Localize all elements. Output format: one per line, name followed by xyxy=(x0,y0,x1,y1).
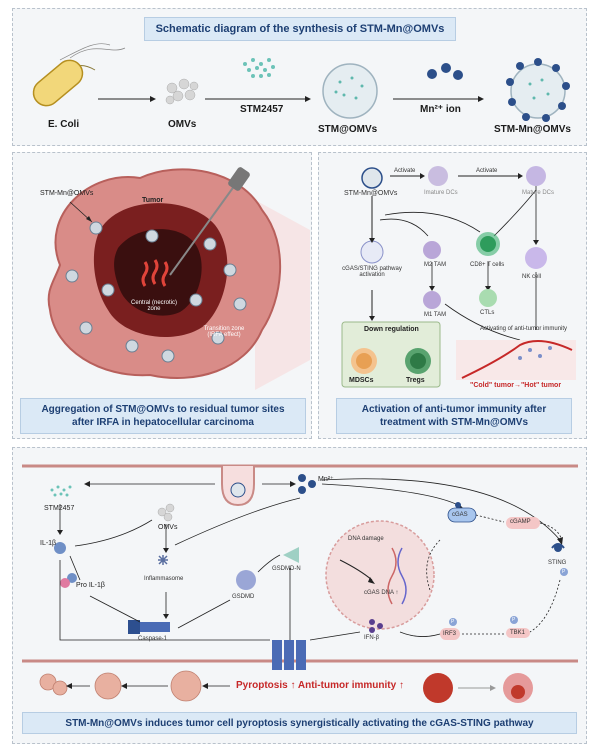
label-stm-omvs: STM@OMVs xyxy=(318,124,378,135)
label-cgas: cGAS xyxy=(452,512,468,518)
label-nk: NK cell xyxy=(522,274,542,280)
pyroptosis-panel-title: STM-Mn@OMVs induces tumor cell pyroptosi… xyxy=(22,712,577,734)
label-activate-1: Activate xyxy=(394,168,416,174)
label-mdscs: MDSCs xyxy=(349,377,374,384)
label-cgamp: cGAMP xyxy=(510,519,531,525)
label-il1b: IL-1β xyxy=(40,540,57,547)
label-immunity-stm-mn-omvs: STM-Mn@OMVs xyxy=(344,190,398,197)
label-tumor-stm-mn-omvs: STM-Mn@OMVs xyxy=(40,190,94,197)
label-cd8: CD8+ T cells xyxy=(470,262,505,268)
mn-ions xyxy=(427,63,463,80)
immunity-panel xyxy=(318,152,587,439)
label-imature-dcs: Imature DCs xyxy=(424,190,458,196)
label-stm2457: STM2457 xyxy=(240,104,284,115)
label-p-2: P xyxy=(512,617,516,623)
label-cold-hot: "Cold" tumor→"Hot" tumor xyxy=(470,382,562,389)
label-ecoli: E. Coli xyxy=(48,119,80,130)
label-transition-zone: Transition zone(IRFA effect) xyxy=(203,326,245,338)
label-tbk1: TBK1 xyxy=(510,630,526,636)
omvs-icon xyxy=(165,78,199,105)
label-gsdmd-n: GSDMD-N xyxy=(272,566,301,572)
label-caspase: Caspase-1 xyxy=(138,636,168,642)
stm2457-dots xyxy=(243,58,275,78)
label-gsdmd: GSDMD xyxy=(232,594,255,600)
label-inflammasome: Inflammasome xyxy=(144,576,184,582)
ecoli-icon xyxy=(32,43,126,107)
label-mn-ion: Mn²⁺ ion xyxy=(420,104,461,115)
label-irf3: IRF3 xyxy=(443,631,457,637)
label-pro-il1b: Pro IL-1β xyxy=(76,582,105,589)
label-omvs: OMVs xyxy=(168,119,197,130)
label-down-regulation: Down regulation xyxy=(364,326,419,333)
synthesis-panel-title: Schematic diagram of the synthesis of ST… xyxy=(144,17,456,41)
label-cgas-dna: cGAS DNA ↑ xyxy=(364,590,399,596)
stm-omvs-sphere xyxy=(322,63,378,119)
label-stm-mn-omvs: STM-Mn@OMVs xyxy=(494,124,571,135)
label-p4-mn: Mn²⁺ xyxy=(318,476,334,483)
label-ctls: CTLs xyxy=(480,310,495,316)
label-ifn: IFN-β xyxy=(364,635,380,641)
label-tregs: Tregs xyxy=(406,377,425,384)
label-mature-dcs: Mature DCs xyxy=(522,190,555,196)
label-activating: Activating of anti-tumor immunity xyxy=(480,326,568,332)
label-sting: STING xyxy=(548,560,567,566)
label-tumor: Tumor xyxy=(142,197,164,204)
label-m2-tam: M2 TAM xyxy=(424,262,447,268)
label-central-zone: Central (necrotic)zone xyxy=(130,300,177,312)
label-m1-tam: M1 TAM xyxy=(424,312,447,318)
label-p-1: P xyxy=(562,569,566,575)
label-p4-omvs: OMVs xyxy=(158,524,178,531)
label-p-3: P xyxy=(451,619,455,625)
label-dna-damage: DNA damage xyxy=(348,536,384,542)
label-pyroptosis: Pyroptosis ↑ Anti-tumor immunity ↑ xyxy=(236,680,404,691)
aggregation-panel-title: Aggregation of STM@OMVs to residual tumo… xyxy=(20,398,306,434)
label-p4-stm2457: STM2457 xyxy=(44,505,75,512)
label-activate-2: Activate xyxy=(476,168,498,174)
